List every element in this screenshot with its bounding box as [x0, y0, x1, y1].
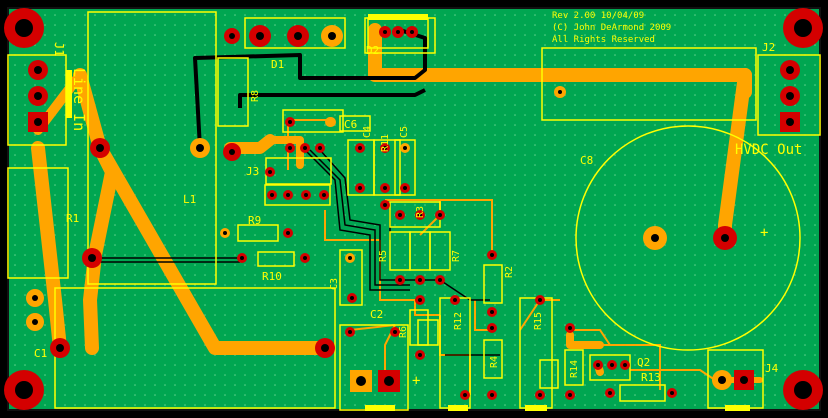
label-j4: J4 [765, 362, 779, 375]
label-hvdc-out: HVDC Out [735, 142, 802, 158]
label-r13: R13 [641, 371, 661, 384]
header-copyright: (C) John DeArmond 2009 [552, 23, 671, 33]
header-revision: Rev 2.00 10/04/09 [552, 11, 644, 21]
label-r2: R2 [504, 266, 515, 278]
header-rights: All Rights Reserved [552, 35, 655, 45]
label-r9: R9 [248, 214, 261, 227]
mounting-hole-bottom-left [4, 370, 44, 410]
label-r12: R12 [453, 312, 464, 330]
jumper-wires [193, 28, 427, 149]
label-r14: R14 [569, 360, 580, 378]
label-j2: J2 [762, 41, 775, 54]
label-l1: L1 [183, 193, 196, 206]
label-c2-plus: + [412, 373, 420, 389]
label-d2: D2 [366, 44, 379, 57]
label-r3: R3 [415, 206, 426, 218]
mounting-holes [4, 8, 823, 410]
label-j3: J3 [246, 165, 259, 178]
silk-blocks [66, 14, 750, 411]
label-c3: C3 [329, 278, 340, 290]
label-r5: R5 [378, 250, 389, 262]
label-q2: Q2 [637, 356, 650, 369]
pads-small [220, 117, 677, 400]
header-block: Rev 2.00 10/04/09 (C) John DeArmond 2009… [552, 11, 671, 45]
label-r4: R4 [489, 356, 500, 368]
pads-large [26, 25, 800, 392]
label-r10: R10 [262, 270, 282, 283]
label-line-in: Line In [70, 68, 88, 131]
label-r11: R11 [380, 134, 391, 152]
mounting-hole-top-right [783, 8, 823, 48]
label-c2: C2 [370, 308, 383, 321]
label-r6: R6 [398, 326, 409, 338]
label-r7: R7 [451, 250, 462, 262]
label-d1: D1 [271, 58, 284, 71]
label-r8: R8 [250, 90, 261, 102]
label-c6: C6 [344, 118, 357, 131]
label-j1: J1 [52, 42, 66, 56]
label-c4: C4 [362, 126, 373, 138]
label-r15: R15 [533, 312, 544, 330]
label-c8-plus: + [760, 225, 768, 241]
label-r1: R1 [66, 212, 79, 225]
label-c8: C8 [580, 154, 593, 167]
mounting-hole-bottom-right [783, 370, 823, 410]
label-c5: C5 [399, 126, 410, 138]
mounting-hole-top-left [4, 8, 44, 48]
label-c1: C1 [34, 347, 47, 360]
